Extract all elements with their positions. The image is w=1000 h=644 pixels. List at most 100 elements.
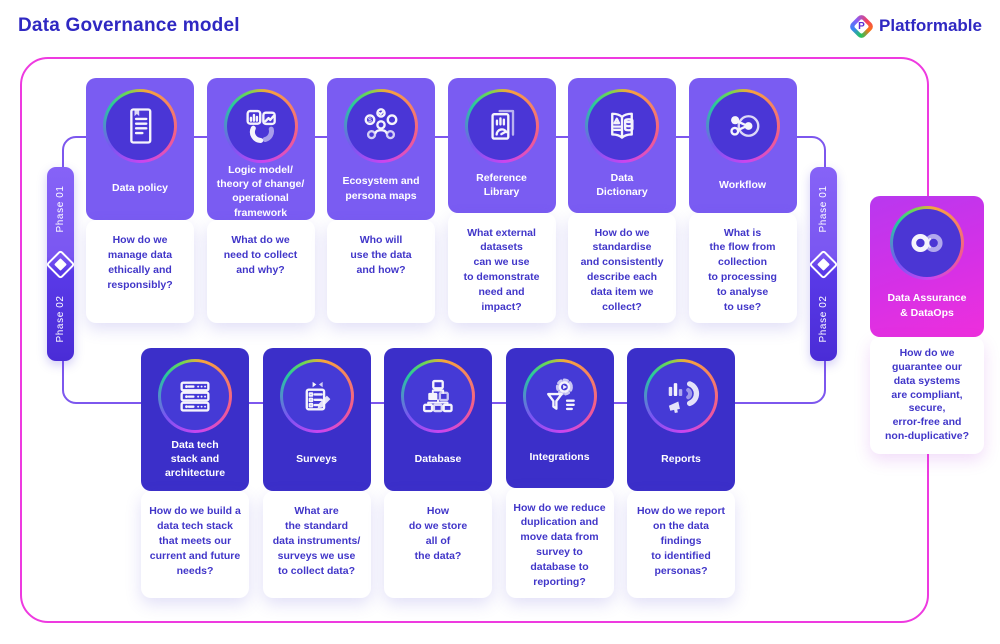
card-title: Integrations <box>529 451 590 464</box>
card-question: What external datasets can we use to dem… <box>463 226 540 314</box>
bottom-card-row: Data tech stack and architecture How do … <box>141 348 735 598</box>
icon-ring <box>464 89 539 163</box>
phase-bar-left: Phase 01 Phase 02 <box>45 167 76 361</box>
svg-text:$: $ <box>368 117 372 124</box>
card-question-panel: How do we manage data ethically and resp… <box>86 220 194 323</box>
card-title: Data Assurance & DataOps <box>887 292 967 319</box>
card-header: $ Ecosystem and persona maps <box>327 78 435 220</box>
card-question-panel: What are the standard data instruments/ … <box>262 491 371 598</box>
icon-ring <box>279 359 354 433</box>
card-header: Logic model/ theory of change/ operation… <box>206 78 315 220</box>
data-dictionary-icon <box>588 92 656 160</box>
card-header: Reference Library <box>447 78 556 213</box>
model-card: Logic model/ theory of change/ operation… <box>206 78 315 323</box>
card-question: What is the flow from collection to proc… <box>708 226 777 314</box>
page-title: Data Governance model <box>18 15 240 36</box>
platformable-logo-icon: P <box>848 12 875 40</box>
card-header: Workflow <box>688 78 797 213</box>
card-header: Data Dictionary <box>568 78 676 213</box>
model-card: Integrations How do we reduce duplicatio… <box>505 348 614 598</box>
card-question-panel: Who will use the data and how? <box>327 220 435 323</box>
icon-ring: $ <box>344 89 418 163</box>
header: Data Governance model P Platformable <box>0 0 1000 52</box>
top-card-row: Data policy How do we manage data ethica… <box>86 78 797 323</box>
card-question: How do we guarantee our data systems are… <box>885 347 969 443</box>
card-title: Data tech stack and architecture <box>164 438 226 480</box>
ecosystem-icon: $ <box>347 92 415 160</box>
card-question-panel: How do we report on the data findings to… <box>627 491 735 598</box>
dataops-infinity-icon <box>893 209 961 277</box>
card-question: How do we manage data ethically and resp… <box>107 234 173 291</box>
server-stack-icon <box>161 362 229 430</box>
model-card: Data tech stack and architecture How do … <box>141 348 249 598</box>
card-title: Database <box>414 452 462 465</box>
card-title: Surveys <box>296 452 337 465</box>
database-icon <box>404 362 472 430</box>
card-header: Data tech stack and architecture <box>141 348 249 491</box>
card-title: Reports <box>661 452 701 465</box>
model-card: Reference Library What external datasets… <box>447 78 556 323</box>
card-question-panel: What is the flow from collection to proc… <box>688 212 797 323</box>
phase-01-label: Phase 01 <box>55 185 66 233</box>
model-card: Data Dictionary How do we standardise an… <box>568 78 676 323</box>
reports-icon <box>647 362 715 430</box>
brand-logo: P Platformable <box>848 12 982 40</box>
card-question: How do we standardise and consistently d… <box>580 226 664 314</box>
platformable-mark-icon <box>808 249 839 279</box>
card-header: Reports <box>627 348 735 491</box>
card-question-panel: How do we standardise and consistently d… <box>568 212 676 323</box>
icon-ring <box>223 89 298 163</box>
model-card: Database How do we store all of the data… <box>384 348 492 598</box>
integrations-icon <box>525 362 594 430</box>
card-question: How do we build a data tech stack that m… <box>149 505 241 577</box>
icon-ring <box>705 89 780 163</box>
document-icon <box>106 92 174 160</box>
phase-02-label: Phase 02 <box>818 295 829 343</box>
model-card: Reports How do we report on the data fin… <box>627 348 735 598</box>
card-title: Reference Library <box>476 171 527 198</box>
icon-ring <box>401 359 475 433</box>
platformable-mark-icon <box>45 249 76 279</box>
phase-bar-right: Phase 01 Phase 02 <box>808 167 839 361</box>
model-card: Workflow What is the flow from collectio… <box>688 78 797 323</box>
card-question-panel: How do we build a data tech stack that m… <box>141 491 249 598</box>
card-question-panel: How do we reduce duplication and move da… <box>505 487 614 598</box>
icon-ring <box>644 359 718 433</box>
icon-ring <box>158 359 232 433</box>
card-title: Data Dictionary <box>596 171 648 198</box>
model-card: Surveys What are the standard data instr… <box>262 348 371 598</box>
card-question: How do we reduce duplication and move da… <box>513 501 606 589</box>
logic-model-icon <box>226 92 295 160</box>
model-card: $ Ecosystem and persona maps Who will us… <box>327 78 435 323</box>
model-card: Data policy How do we manage data ethica… <box>86 78 194 323</box>
card-question: What do we need to collect and why? <box>223 234 298 276</box>
card-question-panel: How do we store all of the data? <box>384 491 492 598</box>
card-question: Who will use the data and how? <box>350 234 412 276</box>
card-question-panel: What external datasets can we use to dem… <box>447 212 556 323</box>
card-header: Database <box>384 348 492 491</box>
icon-ring <box>890 206 964 280</box>
reference-library-icon <box>467 92 536 160</box>
card-data-assurance-dataops: Data Assurance & DataOps How do we guara… <box>870 196 984 455</box>
card-header: Data Assurance & DataOps <box>870 196 984 337</box>
phase-01-label: Phase 01 <box>818 185 829 233</box>
icon-ring <box>585 89 659 163</box>
card-question-panel: How do we guarantee our data systems are… <box>870 337 984 455</box>
card-title: Data policy <box>111 182 169 195</box>
icon-ring <box>103 89 177 163</box>
card-header: Integrations <box>505 348 614 488</box>
card-title: Logic model/ theory of change/ operation… <box>216 164 305 219</box>
workflow-icon <box>708 92 777 160</box>
card-question-panel: What do we need to collect and why? <box>206 220 315 323</box>
survey-icon <box>282 362 351 430</box>
icon-ring <box>522 359 597 433</box>
card-header: Data policy <box>86 78 194 220</box>
card-title: Workflow <box>718 178 767 191</box>
card-question: How do we report on the data findings to… <box>636 505 726 577</box>
card-header: Surveys <box>262 348 371 491</box>
card-question: How do we store all of the data? <box>408 505 468 562</box>
phase-02-label: Phase 02 <box>55 295 66 343</box>
card-title: Ecosystem and persona maps <box>342 175 420 202</box>
brand-name: Platformable <box>879 16 982 35</box>
